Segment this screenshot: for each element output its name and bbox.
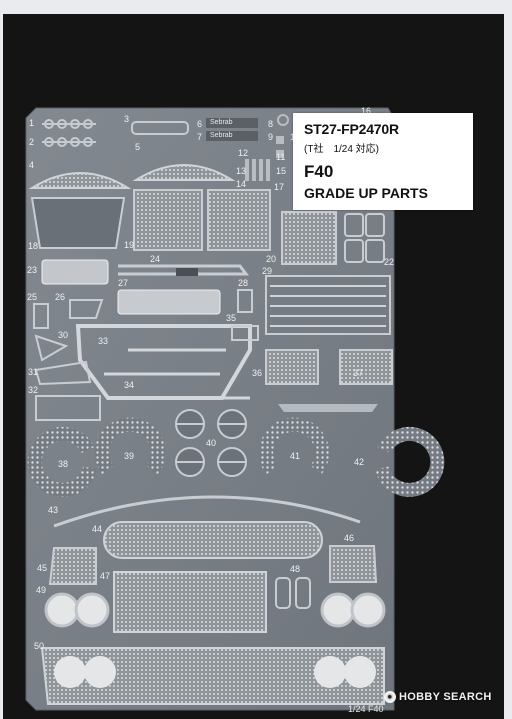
part-41-ring — [259, 417, 329, 475]
part-3 — [131, 121, 189, 135]
part-31 — [34, 360, 92, 386]
part-36-screen — [265, 349, 319, 385]
part-28 — [237, 289, 253, 313]
part-40-discs — [175, 409, 247, 477]
hobby-search-logo-icon: ● — [384, 691, 396, 703]
part-23 — [41, 259, 109, 285]
part-27 — [117, 289, 221, 315]
part-44-grille — [103, 521, 323, 559]
part-32 — [35, 395, 101, 421]
part-46 — [329, 545, 378, 583]
part-35 — [231, 325, 259, 341]
part-47-grille — [113, 571, 267, 633]
part-1-2-brackets — [42, 119, 96, 147]
part-5-vent — [132, 164, 236, 181]
part-25 — [33, 303, 49, 329]
part-42-ring — [375, 426, 445, 497]
part-49-lights — [44, 592, 386, 628]
part-50-grille — [40, 647, 385, 705]
part-37-screen — [339, 349, 393, 385]
part-48 — [275, 577, 311, 609]
part-19b-screen — [207, 189, 271, 251]
product-type: GRADE UP PARTS — [304, 185, 428, 201]
part-26 — [69, 299, 104, 319]
watermark: ●HOBBY SEARCH — [384, 691, 492, 703]
part-4-vent — [28, 172, 132, 189]
part-43-arch — [53, 495, 361, 528]
part-18-screen — [30, 197, 126, 249]
part-45 — [48, 547, 97, 585]
sheet-footer: 1/24 F40 — [348, 704, 384, 714]
watermark-text: HOBBY SEARCH — [399, 691, 492, 703]
part-20-screen — [281, 211, 337, 265]
product-label: ST27-FP2470R (T社 1/24 対応) F40 GRADE UP P… — [293, 113, 473, 210]
part-39-ring — [95, 417, 165, 475]
product-code: ST27-FP2470R — [304, 121, 399, 137]
product-model: F40 — [304, 162, 334, 181]
part-19-screen — [133, 189, 203, 251]
part-21-22 — [344, 213, 385, 263]
part-38-ring — [27, 426, 97, 497]
product-subtitle: (T社 1/24 対応) — [304, 144, 380, 155]
part-30 — [34, 334, 69, 362]
